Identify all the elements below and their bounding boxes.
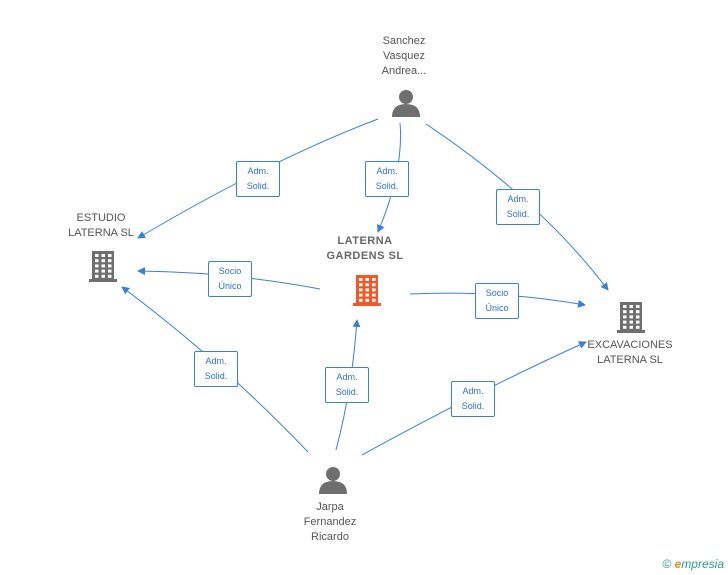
edge-label-jarpa-to-excavaciones[interactable]: Adm. Solid.	[451, 381, 495, 417]
sanchez-person-icon[interactable]	[392, 90, 420, 117]
estudio-node-label[interactable]: ESTUDIO LATERNA SL	[68, 212, 134, 239]
estudio-building-icon[interactable]	[89, 251, 117, 282]
laterna-node-label[interactable]: LATERNA GARDENS SL	[326, 235, 404, 262]
brand-initial: e	[674, 557, 682, 571]
jarpa-node-label[interactable]: Jarpa Fernandez Ricardo	[303, 500, 357, 543]
jarpa-person-icon[interactable]	[319, 467, 347, 494]
sanchez-node-label[interactable]: Sanchez Vasquez Andrea...	[381, 34, 427, 77]
edge-label-jarpa-to-laterna[interactable]: Adm. Solid.	[325, 367, 369, 403]
laterna-building-icon[interactable]	[353, 275, 381, 306]
edge-label-laterna-to-estudio[interactable]: Socio Único	[208, 261, 252, 297]
edge-label-sanchez-to-excavaciones[interactable]: Adm. Solid.	[496, 189, 540, 225]
copyright-symbol: ©	[662, 557, 672, 571]
edge-label-sanchez-to-laterna[interactable]: Adm. Solid.	[365, 161, 409, 197]
excavaciones-node-label[interactable]: EXCAVACIONES LATERNA SL	[587, 339, 673, 366]
excavaciones-building-icon[interactable]	[617, 302, 645, 333]
edge-label-laterna-to-excavaciones[interactable]: Socio Único	[475, 283, 519, 319]
empresia-brand[interactable]: © empresia	[662, 557, 724, 571]
edge-label-sanchez-to-estudio[interactable]: Adm. Solid.	[236, 161, 280, 197]
brand-name: mpresia	[681, 557, 724, 571]
edge-label-jarpa-to-estudio[interactable]: Adm. Solid.	[194, 351, 238, 387]
